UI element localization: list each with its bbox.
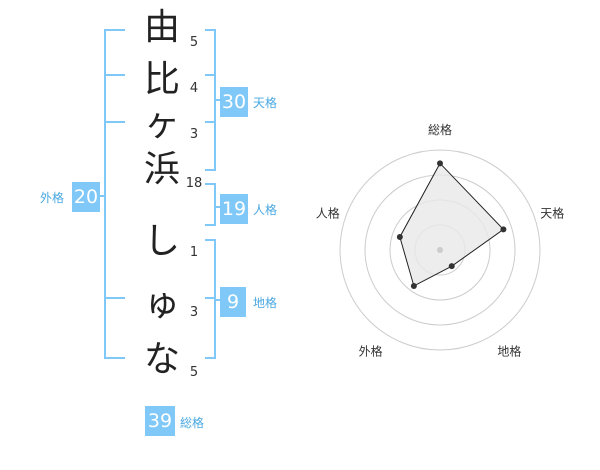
stroke-count: 4 xyxy=(189,81,199,96)
stroke-count: 5 xyxy=(189,35,199,50)
radar-point xyxy=(500,226,507,233)
soukaku-value-badge: 39 xyxy=(145,406,175,436)
stroke-count: 1 xyxy=(189,245,199,260)
radar-polygon xyxy=(399,162,505,287)
stroke-count: 5 xyxy=(189,365,199,380)
radar-center xyxy=(437,247,443,253)
jinkaku-label: 人格 xyxy=(253,203,278,217)
gaikaku-bracket xyxy=(104,29,125,359)
stroke-count: 3 xyxy=(189,305,199,320)
radar-axis-label: 総格 xyxy=(428,122,452,137)
radar-axis-label: 地格 xyxy=(497,343,521,358)
soukaku-label: 総格 xyxy=(180,416,205,430)
stroke-count: 18 xyxy=(185,176,203,191)
radar-ring xyxy=(339,149,541,351)
jinkaku-bracket xyxy=(205,183,216,226)
name-char: ゅ xyxy=(143,283,180,324)
gaikaku-label: 外格 xyxy=(40,191,65,205)
radar-axis-label: 人格 xyxy=(316,206,340,221)
name-char: 由 xyxy=(143,7,180,48)
stroke-count: 3 xyxy=(189,127,199,142)
radar-axis-label: 天格 xyxy=(540,206,564,221)
jinkaku-value-badge: 19 xyxy=(220,194,248,224)
name-char: 比 xyxy=(143,59,180,100)
tenkaku-bracket xyxy=(205,29,216,171)
chikaku-label: 地格 xyxy=(253,296,278,310)
radar-point xyxy=(437,160,443,167)
radar-point xyxy=(448,263,455,270)
radar-point xyxy=(410,282,417,289)
tenkaku-value-badge: 30 xyxy=(220,87,248,117)
gaikaku-value-badge: 20 xyxy=(72,182,100,212)
chikaku-value-badge: 9 xyxy=(220,287,246,317)
tenkaku-label: 天格 xyxy=(253,96,278,110)
name-char: な xyxy=(143,339,180,380)
radar-axis-label: 外格 xyxy=(359,343,383,358)
name-char: ヶ xyxy=(143,103,180,144)
name-char: 浜 xyxy=(143,149,180,190)
radar-point xyxy=(396,233,403,240)
name-char: し xyxy=(143,221,180,262)
